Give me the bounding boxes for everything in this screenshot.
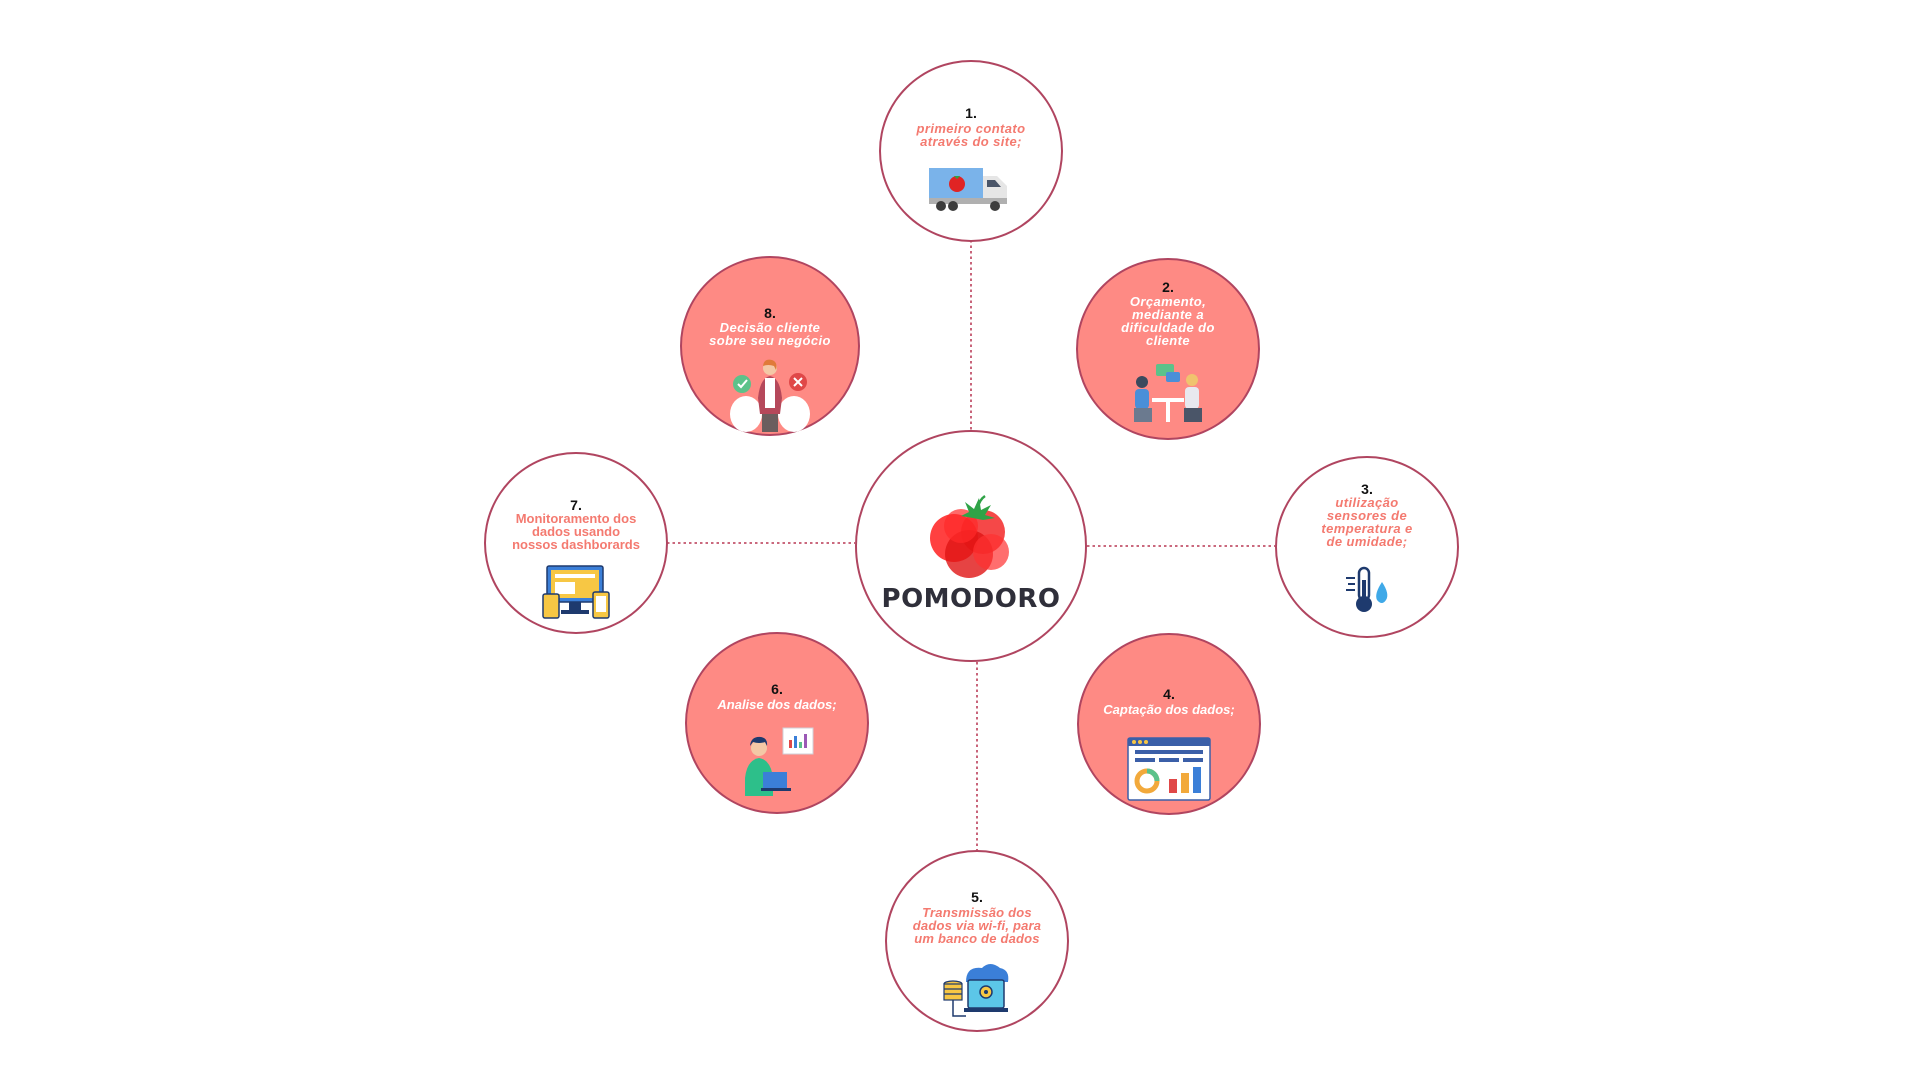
tomato-logo-icon	[930, 494, 1009, 578]
step-8-label: Decisão cliente sobre seu negócio	[709, 320, 831, 348]
step-1-label: primeiro contato através do site;	[916, 121, 1026, 149]
step-1-number: 1.	[965, 105, 977, 121]
step-7-label: Monitoramento dos dados usando nossos da…	[512, 511, 640, 552]
data-analyst-icon	[745, 727, 814, 796]
center-hub: POMODORO	[855, 430, 1087, 662]
step-1-node: 1. primeiro contato através do site;	[879, 60, 1063, 242]
step-8-number: 8.	[764, 305, 776, 321]
step-4-label: Captação dos dados;	[1103, 702, 1235, 717]
decision-person-icon	[730, 359, 810, 432]
multi-device-icon	[542, 565, 610, 619]
brand-name: POMODORO	[881, 584, 1061, 614]
step-4-number: 4.	[1163, 686, 1175, 702]
step-3-label: utilização sensores de temperatura e de …	[1321, 495, 1413, 549]
step-3-number: 3.	[1361, 481, 1373, 497]
meeting-people-icon	[1134, 364, 1202, 422]
thermometer-humidity-icon	[1346, 566, 1388, 612]
step-2-label: Orçamento, mediante a dificuldade do cli…	[1121, 294, 1215, 348]
step-2-node: 2. Orçamento, mediante a dificuldade do …	[1076, 258, 1260, 440]
delivery-truck-icon	[929, 168, 1007, 211]
step-6-node: 6. Analise dos dados;	[685, 632, 869, 814]
step-7-number: 7.	[570, 497, 582, 513]
dashboard-window-icon	[1127, 737, 1211, 801]
step-6-label: Analise dos dados;	[717, 697, 837, 712]
step-6-number: 6.	[771, 681, 783, 697]
step-2-number: 2.	[1162, 279, 1174, 295]
step-5-label: Transmissão dos dados via wi-fi, para um…	[912, 905, 1042, 946]
cloud-database-icon	[943, 964, 1009, 1017]
step-3-node: 3. utilização sensores de temperatura e …	[1275, 456, 1459, 638]
step-7-node: 7. Monitoramento dos dados usando nossos…	[484, 452, 668, 634]
step-5-node: 5. Transmissão dos dados via wi-fi, para…	[885, 850, 1069, 1032]
step-8-node: 8. Decisão cliente sobre seu negócio	[680, 256, 860, 436]
step-5-number: 5.	[971, 889, 983, 905]
step-4-node: 4. Captação dos dados;	[1077, 633, 1261, 815]
